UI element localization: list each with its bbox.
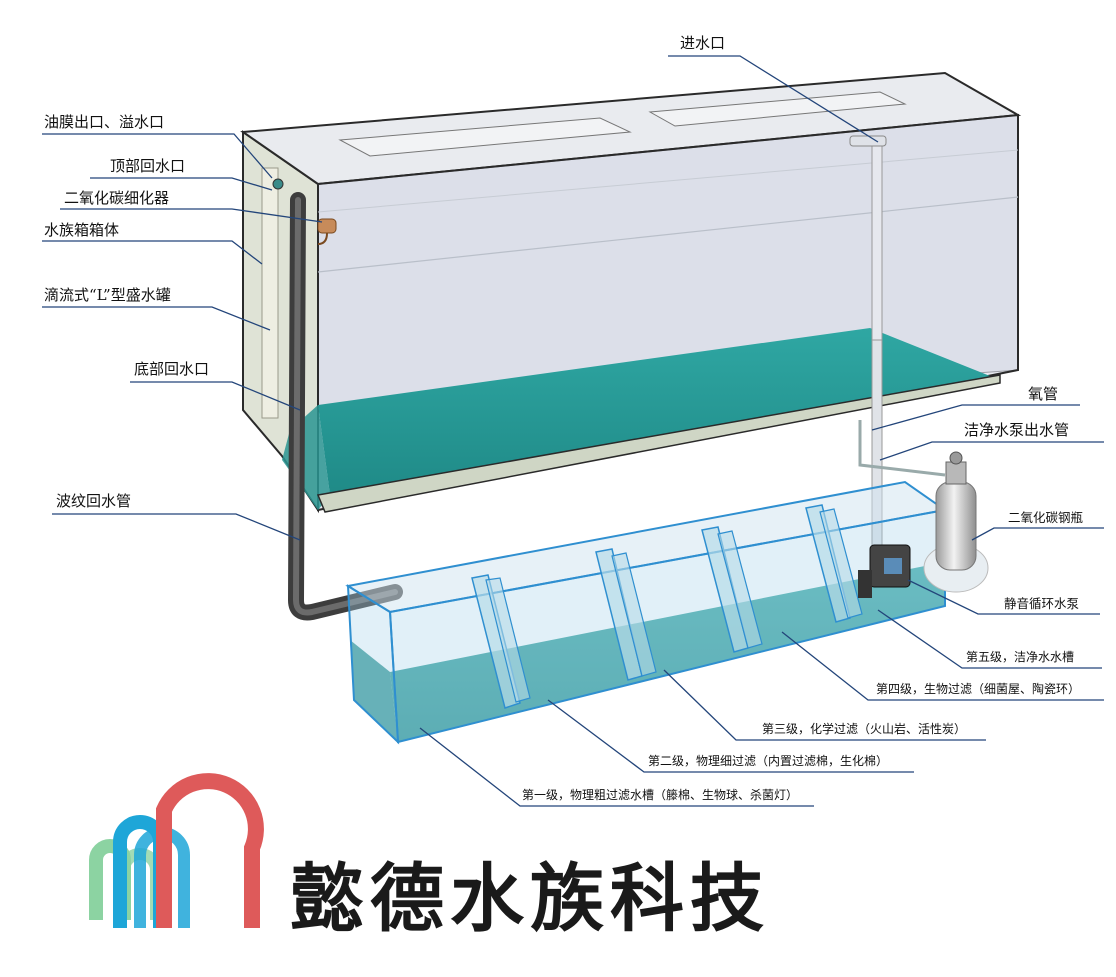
- circulation-pump: [858, 544, 911, 598]
- water-surface-line: [317, 196, 1019, 273]
- label-pump-outlet-pipe: 洁净水泵出水管: [964, 421, 1069, 439]
- co2-cylinder: [923, 451, 989, 593]
- leader-drip-tank: [42, 306, 271, 331]
- leader-oil-film: [42, 133, 273, 179]
- tank-bottom-rim: [316, 374, 1001, 513]
- label-stage1: 第一级，物理粗过滤水槽（籐棉、生物球、杀菌灯）: [522, 787, 798, 802]
- co2-diffuser-tube: [317, 232, 328, 245]
- inlet-nozzle: [849, 135, 887, 147]
- label-bottom-return: 底部回水口: [134, 360, 209, 378]
- co2-cylinder-icon: [935, 481, 977, 571]
- brand-name: 懿德水族科技: [290, 856, 770, 942]
- label-stage5: 第五级，洁净水水槽: [966, 650, 1074, 664]
- baffle-1: [471, 574, 521, 709]
- leader-lines: [42, 55, 1104, 807]
- leader-co2-diffuser: [60, 208, 323, 223]
- glass-lid-left: [338, 117, 632, 157]
- label-stage3: 第三级，化学过滤（火山岩、活性炭）: [762, 721, 966, 736]
- label-tank-body: 水族箱箱体: [44, 221, 119, 239]
- baffle-3b: [717, 530, 763, 649]
- arched-m-logo-icon: [89, 773, 264, 928]
- sump-left-face: [346, 584, 400, 745]
- leader-top-return: [90, 177, 273, 191]
- label-corrugated-pipe: 波纹回水管: [56, 492, 131, 510]
- leader-corrugated: [52, 513, 301, 541]
- leader-silent-pump: [907, 579, 1100, 615]
- co2-diffuser-icon: [317, 218, 337, 234]
- label-drip-tank: 滴流式“L”型盛水罐: [44, 286, 171, 304]
- leader-bottom-return: [130, 381, 301, 411]
- label-inlet: 进水口: [680, 34, 725, 52]
- leader-co2-cylinder: [971, 527, 1104, 541]
- baffle-2b: [611, 552, 657, 677]
- aquarium-tank: [240, 71, 1022, 514]
- baffle-4b: [819, 508, 863, 619]
- corrugated-return-pipe: [287, 192, 403, 621]
- water-surface-line-2: [317, 149, 1019, 213]
- tank-water: [318, 328, 1000, 495]
- leader-pump-outlet: [879, 441, 1104, 461]
- filter-sump: [345, 480, 948, 745]
- inlet-vertical-pipe: [871, 139, 883, 341]
- label-stage4: 第四级，生物过滤（细菌屋、陶瓷环）: [876, 681, 1080, 696]
- glass-lid-right: [648, 91, 907, 127]
- label-oxygen-tube: 氧管: [1028, 385, 1058, 403]
- top-return-port-icon: [272, 178, 284, 190]
- label-co2-diffuser: 二氧化碳细化器: [64, 189, 169, 207]
- label-silent-pump: 静音循环水泵: [1004, 596, 1079, 611]
- leader-inlet: [668, 55, 879, 143]
- leader-stage4: [781, 631, 1104, 701]
- label-stage2: 第二级，物理细过滤（内置过滤棉，生化棉）: [648, 754, 888, 768]
- label-top-return: 顶部回水口: [110, 157, 185, 175]
- leader-stage1: [419, 727, 814, 807]
- leader-stage2: [547, 699, 914, 773]
- label-oil-film-outlet: 油膜出口、溢水口: [44, 113, 164, 131]
- sump-water-left: [350, 640, 398, 742]
- leader-tank-body: [42, 240, 263, 265]
- leader-stage5: [877, 609, 1102, 669]
- baffle-1b: [485, 577, 531, 703]
- labels: 进水口 油膜出口、溢水口 顶部回水口 二氧化碳细化器 水族箱箱体 滴流式“L”型…: [44, 34, 1083, 802]
- label-co2-cylinder: 二氧化碳钢瓶: [1008, 510, 1083, 525]
- drip-l-tank: [261, 167, 279, 419]
- leader-stage3: [663, 669, 986, 741]
- leader-oxygen: [871, 404, 1080, 431]
